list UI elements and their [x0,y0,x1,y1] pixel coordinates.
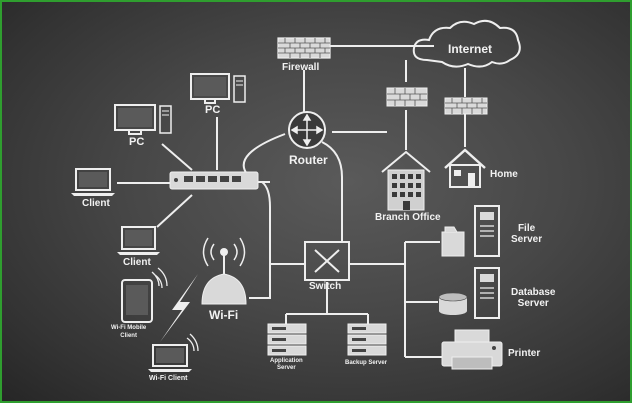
link-hub-pc-left [161,143,193,171]
internet-label: Internet [448,42,493,56]
file-server-label: File Server [511,223,543,245]
link-router-switch [321,141,343,242]
wifi-mobile-client-label: Wi-Fi Mobile Client [111,325,147,339]
switch-label: Switch [309,281,342,292]
branch-office-label: Branch Office [375,212,441,223]
backup-server-label: Backup Server [345,360,388,366]
link-router-hub [242,133,286,175]
application-server-label: Application Server [270,358,303,371]
wifi-label: Wi-Fi [209,308,239,322]
client-top-label: Client [82,198,110,209]
firewall-label: Firewall [282,62,320,73]
pc-left-label: PC [129,136,145,148]
pc-top-label: PC [205,104,221,116]
database-server-label: Database Server [511,287,556,309]
printer-label: Printer [508,348,541,359]
home-label: Home [490,169,518,180]
wifi-client-label: Wi-Fi Client [149,375,188,382]
router-label: Router [289,153,328,167]
client-bottom-label: Client [123,257,151,268]
link-hub-down [249,181,271,299]
link-hub-client-bottom [156,194,193,228]
